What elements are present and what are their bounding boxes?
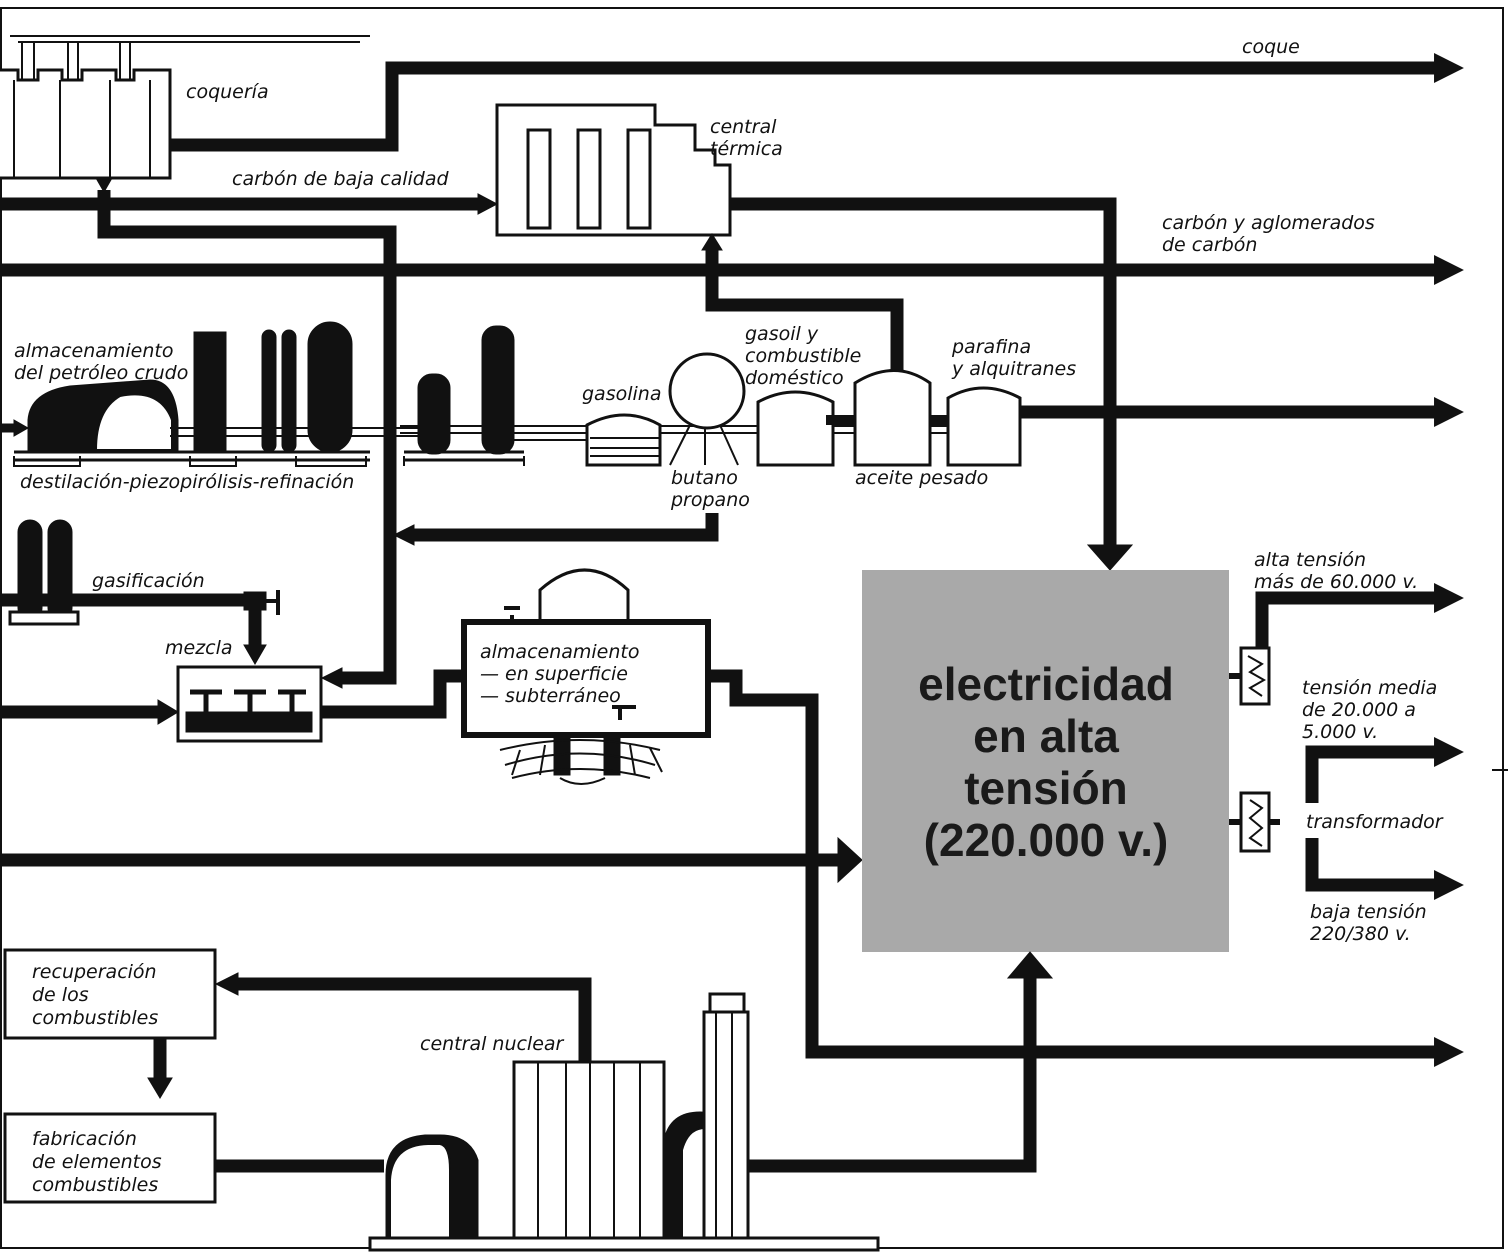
pipe-gas-distribution <box>708 669 1464 1067</box>
label-mezcla: mezcla <box>165 637 233 659</box>
label-coqueria: coquería <box>186 81 269 103</box>
label-parafina-2: y alquitranes <box>951 358 1076 380</box>
label-almacenamiento-gas-2: — en superficie <box>480 663 628 685</box>
box-recuperacion <box>3 948 217 1040</box>
gasificacion-plant <box>8 519 80 626</box>
valve <box>243 590 280 615</box>
outer-frame <box>0 7 1504 1249</box>
label-gasificacion: gasificación <box>92 570 205 592</box>
electricity-line-3: tensión <box>964 762 1128 814</box>
transformer-lower <box>1229 791 1280 853</box>
arrow-into-electricity-bottom <box>1006 951 1054 979</box>
label-gasoil-3: doméstico <box>745 367 844 389</box>
label-carbon-baja-calidad: carbón de baja calidad <box>232 168 449 190</box>
label-parafina-1: parafina <box>951 336 1031 358</box>
pipe-butano-propano <box>412 513 719 542</box>
electricity-line-2: en alta <box>973 710 1119 762</box>
arrow-butano-to-gas <box>392 524 415 546</box>
label-gasolina: gasolina <box>582 383 661 405</box>
pipe-tension-media <box>1305 737 1464 803</box>
label-destilacion: destilación-piezopirólisis-refinación <box>20 471 354 493</box>
electricity-line-1: electricidad <box>918 658 1174 710</box>
label-tension-media-2: de 20.000 a <box>1302 699 1416 721</box>
label-fabricacion-2: de elementos <box>32 1151 162 1173</box>
central-termica <box>495 103 732 237</box>
arrow-valve-to-mezcla <box>243 644 267 665</box>
label-gasoil-1: gasoil y <box>745 323 819 345</box>
coqueria-plant <box>0 35 370 194</box>
label-recuperacion-3: combustibles <box>32 1007 158 1029</box>
label-almacenamiento-gas-3: — subterráneo <box>480 685 621 707</box>
label-aceite-pesado: aceite pesado <box>855 467 988 489</box>
electricity-box <box>862 570 1229 952</box>
pipe-nuclear-electricity <box>748 975 1037 1173</box>
label-propano: propano <box>670 489 750 511</box>
central-nuclear <box>368 992 880 1252</box>
electricity-line-4: (220.000 v.) <box>924 814 1169 866</box>
pipe-nuclear-to-recuperacion <box>236 977 592 1062</box>
gas-storage <box>461 568 711 785</box>
label-carbon-aglomerados-1: carbón y aglomerados <box>1162 212 1375 234</box>
label-alta-tension-1: alta tensión <box>1254 549 1366 571</box>
label-recuperacion-1: recuperación <box>32 961 157 983</box>
label-central-termica-2: térmica <box>710 138 783 160</box>
pipe-coke-gas <box>97 190 397 685</box>
arrow-into-electricity-left <box>837 836 863 884</box>
label-gasoil-2: combustible <box>745 345 861 367</box>
label-almacenamiento-gas-1: almacenamiento <box>480 641 640 663</box>
label-tension-media-1: tensión media <box>1302 677 1437 699</box>
arrow-recuperacion-down <box>147 1077 173 1099</box>
pipe-baja-tension <box>1305 838 1464 900</box>
label-alta-tension-2: más de 60.000 v. <box>1254 571 1418 593</box>
label-central-termica-1: central <box>710 116 777 138</box>
arrow-gas-into-mezcla <box>157 699 179 725</box>
label-carbon-aglomerados-2: de carbón <box>1162 234 1257 256</box>
refinery-crude-storage <box>13 321 420 467</box>
refinery-products <box>400 325 1022 467</box>
label-butano: butano <box>671 467 738 489</box>
pipe-mezcla-almacenamiento <box>321 669 464 719</box>
label-almacenamiento-crudo-1: almacenamiento <box>14 340 174 362</box>
label-fabricacion-1: fabricación <box>32 1128 137 1150</box>
pipe-coque <box>170 53 1464 152</box>
transformer-upper <box>1229 646 1271 706</box>
pipe-termica-electricity <box>730 197 1117 545</box>
mezcla-unit <box>176 665 323 743</box>
arrow-into-termica <box>477 193 499 215</box>
label-baja-tension-2: 220/380 v. <box>1310 923 1411 945</box>
label-tension-media-3: 5.000 v. <box>1302 721 1378 743</box>
label-almacenamiento-crudo-2: del petróleo crudo <box>14 362 188 384</box>
label-recuperacion-2: de los <box>32 984 89 1006</box>
pipe-fueloil-termica <box>705 248 904 372</box>
label-central-nuclear: central nuclear <box>420 1033 565 1055</box>
arrow-into-mezcla <box>320 667 343 689</box>
box-fabricacion <box>3 1112 217 1204</box>
label-coque: coque <box>1242 36 1300 58</box>
label-baja-tension-1: baja tensión <box>1310 901 1427 923</box>
arrow-into-electricity-top <box>1086 544 1134 571</box>
label-fabricacion-3: combustibles <box>32 1174 158 1196</box>
arrow-into-recuperacion <box>214 972 239 996</box>
label-transformador: transformador <box>1306 811 1444 833</box>
arrow-into-termica-bottom <box>701 233 723 251</box>
pipe-alta-tension <box>1255 583 1464 648</box>
